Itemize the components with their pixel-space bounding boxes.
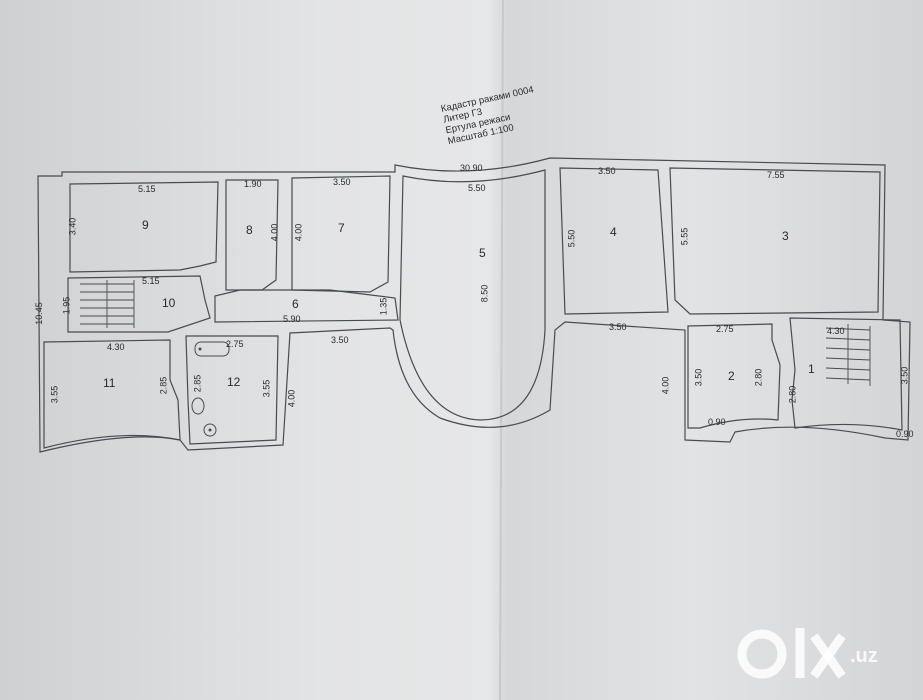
bathtub-icon bbox=[194, 341, 230, 357]
room-number-6: 6 bbox=[292, 297, 299, 311]
walls bbox=[37, 157, 911, 453]
dim-room8-height: 4.00 bbox=[269, 223, 280, 242]
dim-east-corridor-width: 3.50 bbox=[609, 322, 627, 332]
bathtub-drain-icon bbox=[198, 347, 202, 351]
room-number-4: 4 bbox=[610, 225, 617, 239]
paper-fold bbox=[499, 0, 504, 700]
room-number-1: 1 bbox=[808, 362, 815, 376]
dim-room3-width: 7.55 bbox=[767, 170, 785, 180]
dim-room12-door: 2.85 bbox=[192, 374, 203, 393]
staircase-left bbox=[80, 280, 135, 328]
staircase-right bbox=[825, 324, 871, 386]
dim-room1-door: 2.80 bbox=[787, 385, 798, 404]
toilet-icon bbox=[191, 397, 205, 415]
dim-south-width: 3.50 bbox=[331, 335, 349, 345]
dim-total-width: 30.90 bbox=[460, 163, 483, 173]
room-number-11: 11 bbox=[103, 376, 116, 390]
olx-watermark bbox=[737, 628, 846, 679]
room-number-5: 5 bbox=[479, 246, 486, 260]
dim-room5-height: 8.50 bbox=[479, 284, 490, 303]
dim-room9-width: 5.15 bbox=[138, 184, 156, 194]
room-number-9: 9 bbox=[142, 218, 149, 232]
dim-room8-width: 1.90 bbox=[244, 179, 262, 189]
dim-room10-height: 1.95 bbox=[61, 296, 72, 315]
dim-room3-height: 5.55 bbox=[679, 227, 690, 246]
room-number-12: 12 bbox=[227, 375, 241, 389]
dim-room2-door: 2.80 bbox=[753, 368, 764, 387]
watermark-tld: .uz bbox=[850, 645, 878, 667]
dim-room6-height: 1.35 bbox=[378, 297, 389, 316]
dim-room9-height: 3.40 bbox=[67, 217, 78, 236]
dim-room2-width: 2.75 bbox=[716, 324, 734, 334]
dim-room7-width: 3.50 bbox=[333, 177, 351, 187]
dim-south-height: 4.00 bbox=[286, 389, 297, 408]
room-number-3: 3 bbox=[782, 229, 789, 243]
dim-room4-width: 3.50 bbox=[598, 166, 616, 176]
dim-room4-height: 5.50 bbox=[566, 229, 577, 248]
dim-room12-height: 3.55 bbox=[261, 379, 272, 398]
room-number-8: 8 bbox=[246, 223, 253, 237]
dim-room11-width: 4.30 bbox=[107, 342, 125, 352]
room-number-2: 2 bbox=[728, 369, 735, 383]
dim-room2-bottom: 0.90 bbox=[708, 417, 726, 427]
room-number-10: 10 bbox=[162, 296, 176, 310]
dim-room10-width: 5.15 bbox=[142, 276, 160, 286]
dim-room5-width: 5.50 bbox=[468, 183, 486, 193]
dim-room1-height: 3.50 bbox=[899, 366, 910, 385]
dim-total-height: 10.45 bbox=[33, 302, 44, 325]
dim-room7-height: 4.00 bbox=[293, 223, 304, 242]
dim-room11-door: 2.85 bbox=[158, 376, 169, 395]
dim-room6-width: 5.90 bbox=[283, 314, 301, 324]
dim-room12-width: 2.75 bbox=[226, 339, 244, 349]
dim-room2-height: 3.50 bbox=[693, 368, 704, 387]
dim-room1-bottom: 0.90 bbox=[896, 429, 914, 439]
dim-room1-width: 4.30 bbox=[827, 326, 845, 336]
sink-drain-icon bbox=[208, 428, 212, 432]
sink-icon bbox=[203, 423, 217, 437]
dim-east-height: 4.00 bbox=[660, 376, 671, 395]
room-number-7: 7 bbox=[338, 221, 345, 235]
dim-room11-height: 3.55 bbox=[49, 385, 60, 404]
